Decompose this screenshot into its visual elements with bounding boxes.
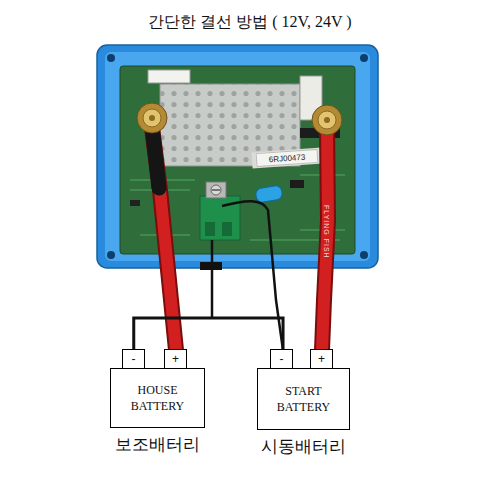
terminal-bolt xyxy=(149,115,155,121)
screw-slot xyxy=(212,189,220,191)
terminal-sign: + xyxy=(310,349,333,369)
terminal-slot xyxy=(205,222,215,236)
battery-caption: 시동배터리 xyxy=(261,435,346,458)
housing xyxy=(97,45,378,268)
terminal-nut xyxy=(143,109,161,127)
terminal-sign: - xyxy=(122,349,145,369)
brass-terminal xyxy=(312,105,342,135)
diagram-title: 간단한 결선 방법 ( 12V, 24V ) xyxy=(0,12,500,33)
brass-terminal xyxy=(137,103,167,133)
screw-hole xyxy=(360,54,368,62)
black-sleeve xyxy=(152,126,159,188)
terminal-bracket xyxy=(206,182,226,198)
terminal-sign: - xyxy=(270,349,293,369)
ground-wire xyxy=(211,240,214,318)
header-connector xyxy=(148,70,190,83)
battery-box: START BATTERY시동배터리 xyxy=(257,368,350,430)
cable-print: FLYING FISH xyxy=(323,205,330,259)
terminal-sign: + xyxy=(164,349,187,369)
ground-wire xyxy=(134,318,283,368)
component xyxy=(130,200,140,206)
terminal-bolt xyxy=(324,117,330,123)
battery-caption: 보조배터리 xyxy=(115,433,200,456)
terminal-slot xyxy=(222,222,232,236)
screw-hole xyxy=(360,251,368,259)
battery-label: HOUSE BATTERY xyxy=(122,382,194,414)
screw-hole xyxy=(107,54,115,62)
terminal-screw xyxy=(211,185,221,195)
battery-label: START BATTERY xyxy=(268,383,340,415)
component xyxy=(290,180,304,188)
capacitor xyxy=(255,185,283,203)
cable-grommet xyxy=(200,262,222,270)
label-plate xyxy=(252,148,323,169)
battery-box: HOUSE BATTERY보조배터리 xyxy=(110,368,205,428)
serial-number: 6RJ00473 xyxy=(256,149,319,167)
sense-wire xyxy=(222,201,283,350)
terminal-nut xyxy=(318,111,336,129)
screw-hole xyxy=(107,251,115,259)
